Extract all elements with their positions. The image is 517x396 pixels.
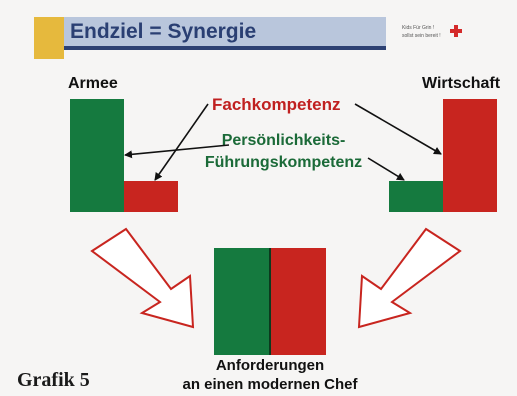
arrow-to-wirtschaft-red [354, 103, 442, 155]
logo: Kids Für Grin ! sollst sein bereit ! [402, 24, 441, 40]
slide-title: Endziel = Synergie [70, 20, 257, 43]
armee-personality-bar [70, 99, 124, 212]
term-persoenlichkeit-line-2: Führungskompetenz [204, 154, 363, 171]
term-persoenlichkeit: Persönlichkeits- Führungskompetenz [196, 130, 371, 174]
wirtschaft-personality-bar [389, 181, 443, 212]
wirtschaft-expertise-bar [443, 99, 497, 212]
right-flow-arrow [357, 227, 462, 329]
logo-line-2: sollst sein bereit ! [402, 33, 441, 39]
arrow-to-armee-red [154, 103, 209, 181]
figure-label: Grafik 5 [17, 369, 90, 391]
result-personality-half [214, 248, 270, 355]
term-persoenlichkeit-line-1: Persönlichkeits- [221, 132, 346, 149]
result-expertise-half [270, 248, 326, 355]
result-divider [269, 248, 271, 355]
label-wirtschaft: Wirtschaft [422, 75, 501, 92]
header-band [64, 17, 386, 49]
result-caption: Anforderungen an einen modernen Chef [170, 356, 370, 394]
result-caption-line-2: an einen modernen Chef [182, 376, 358, 393]
armee-expertise-bar [124, 181, 178, 212]
arrow-to-armee-green [124, 144, 230, 159]
label-armee: Armee [68, 75, 118, 92]
header-accent-block [34, 17, 64, 59]
logo-line-1: Kids Für Grin ! [402, 25, 435, 31]
result-caption-line-1: Anforderungen [215, 357, 325, 374]
result-square [214, 248, 326, 355]
arrow-to-wirtschaft-green [367, 157, 405, 181]
swiss-cross-icon [450, 25, 462, 37]
term-fachkompetenz: Fachkompetenz [212, 95, 341, 114]
left-flow-arrow [90, 227, 195, 329]
header-rule [64, 46, 386, 50]
